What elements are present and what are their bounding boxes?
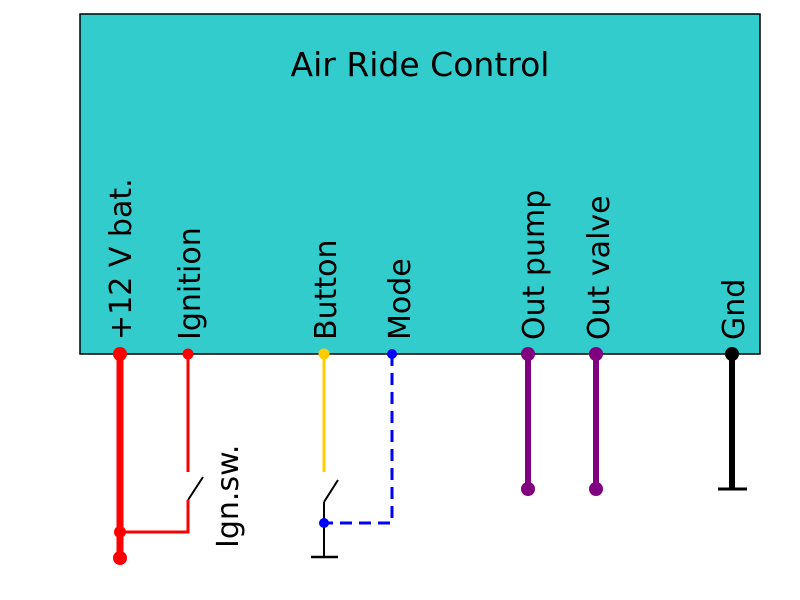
button-switch-contact [323,479,339,503]
ignition-pin [182,348,194,360]
pin-label-ignition: Ignition [173,227,208,340]
controller-box [79,13,761,355]
pin-label-mode: Mode [383,258,418,340]
ignition-switch-label: Ign.sw. [211,445,246,548]
pump-terminal [521,482,535,496]
mode-wire [324,354,394,525]
ignition-switch-contact [187,476,204,501]
controller-title: Air Ride Control [291,45,550,84]
button-pin [318,348,330,360]
battery-terminal [113,551,127,565]
ignition-wire-bottom [120,500,190,534]
battery-pin [113,347,127,361]
valve-terminal [589,482,603,496]
pin-label-button: Button [309,240,344,341]
valve-pin [589,347,603,361]
mode-junction [319,518,329,528]
pump-pin [521,347,535,361]
ground-pin [725,347,739,361]
mode-pin [387,349,397,359]
pin-label-valve: Out valve [582,195,617,340]
pin-label-ground: Gnd [717,279,752,340]
pin-label-battery: +12 V bat. [104,178,139,340]
pin-label-pump: Out pump [517,190,552,340]
